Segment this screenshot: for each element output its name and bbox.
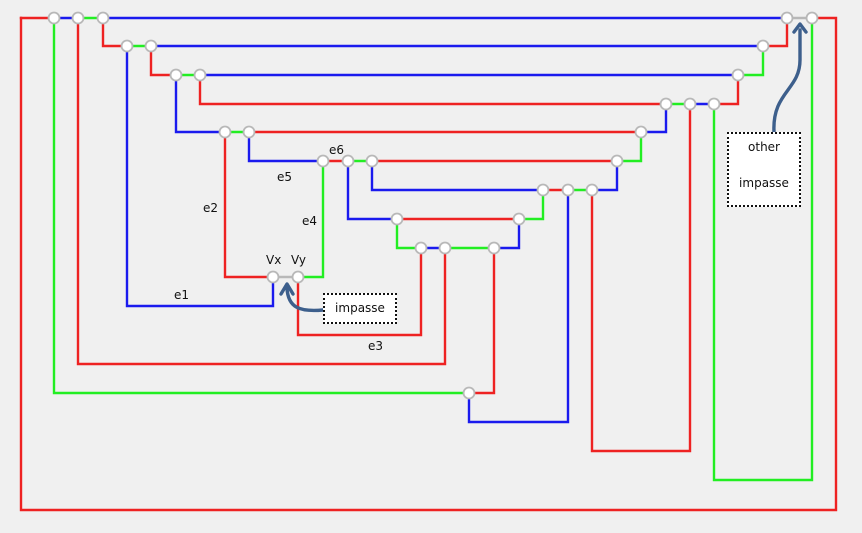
blue-edge [492, 217, 521, 250]
vertex-label-vx: Vx [266, 253, 281, 267]
vertex-node [634, 125, 648, 139]
vertex-node [731, 68, 745, 82]
vertex-label-vy: Vy [291, 253, 306, 267]
vertex-node [414, 241, 428, 255]
other-impasse-arrow [772, 28, 802, 134]
vertex-node [438, 241, 452, 255]
red-edge [590, 102, 692, 453]
red-edge [761, 16, 789, 48]
vertex-node [536, 183, 550, 197]
vertex-node [390, 212, 404, 226]
arrows-layer [279, 22, 808, 313]
labels-layer: e1 e2 e3 e4 e5 e6 Vx Vy [174, 143, 383, 353]
vertex-node [585, 183, 599, 197]
blue-edge [346, 159, 399, 221]
nodes-layer [47, 11, 819, 400]
other-impasse-arrow-head [792, 22, 808, 34]
vertex-node [756, 39, 770, 53]
red-edge [149, 44, 178, 77]
blue-edge [590, 159, 619, 192]
vertex-node [218, 125, 232, 139]
green-edge [517, 188, 545, 221]
red-edge [223, 130, 275, 279]
vertex-node [512, 212, 526, 226]
impasse-callout-text: impasse [335, 301, 385, 315]
red-edge [19, 16, 838, 512]
red-edge [76, 16, 447, 366]
vertex-node [96, 11, 110, 25]
green-edge [296, 159, 325, 279]
green-edge [712, 16, 814, 482]
blue-edge [247, 130, 325, 163]
vertex-node [71, 11, 85, 25]
other-impasse-callout: other impasse [727, 132, 801, 207]
vertex-node [193, 68, 207, 82]
blue-edge [125, 44, 275, 308]
green-edge [615, 130, 643, 163]
green-edge [395, 217, 423, 250]
vertex-node [169, 68, 183, 82]
edge-label-e5: e5 [277, 170, 292, 184]
red-edge [198, 73, 668, 106]
edge-label-e1: e1 [174, 288, 189, 302]
vertex-node [683, 97, 697, 111]
vertex-node [780, 11, 794, 25]
edges-layer [19, 16, 838, 512]
other-impasse-callout-line1: other [748, 140, 780, 154]
vertex-node [144, 39, 158, 53]
vertex-node [610, 154, 624, 168]
vertex-node [487, 241, 501, 255]
vertex-node [365, 154, 379, 168]
vertex-node [242, 125, 256, 139]
vertex-node [707, 97, 721, 111]
vertex-node [805, 11, 819, 25]
impasse-arrow-head [279, 282, 295, 296]
edge-label-e4: e4 [302, 214, 317, 228]
edge-label-e2: e2 [203, 201, 218, 215]
impasse-callout: impasse [323, 293, 397, 324]
red-edge [467, 246, 496, 395]
vertex-node [462, 386, 476, 400]
edge-label-e6: e6 [329, 143, 344, 157]
green-edge [52, 16, 471, 395]
edge-label-e3: e3 [368, 339, 383, 353]
vertex-vy [291, 270, 305, 284]
vertex-node [659, 97, 673, 111]
vertex-vx [266, 270, 280, 284]
other-impasse-callout-line2: impasse [739, 176, 789, 190]
vertex-node [120, 39, 134, 53]
vertex-node [341, 154, 355, 168]
vertex-node [561, 183, 575, 197]
red-edge [101, 16, 129, 48]
red-edge [712, 73, 740, 106]
vertex-node [316, 154, 330, 168]
blue-edge [467, 188, 570, 424]
impasse-arrow [285, 286, 325, 313]
green-edge [736, 44, 765, 77]
vertex-node [47, 11, 61, 25]
blue-edge [174, 73, 227, 134]
blue-edge [370, 159, 545, 192]
blue-edge [639, 102, 668, 134]
